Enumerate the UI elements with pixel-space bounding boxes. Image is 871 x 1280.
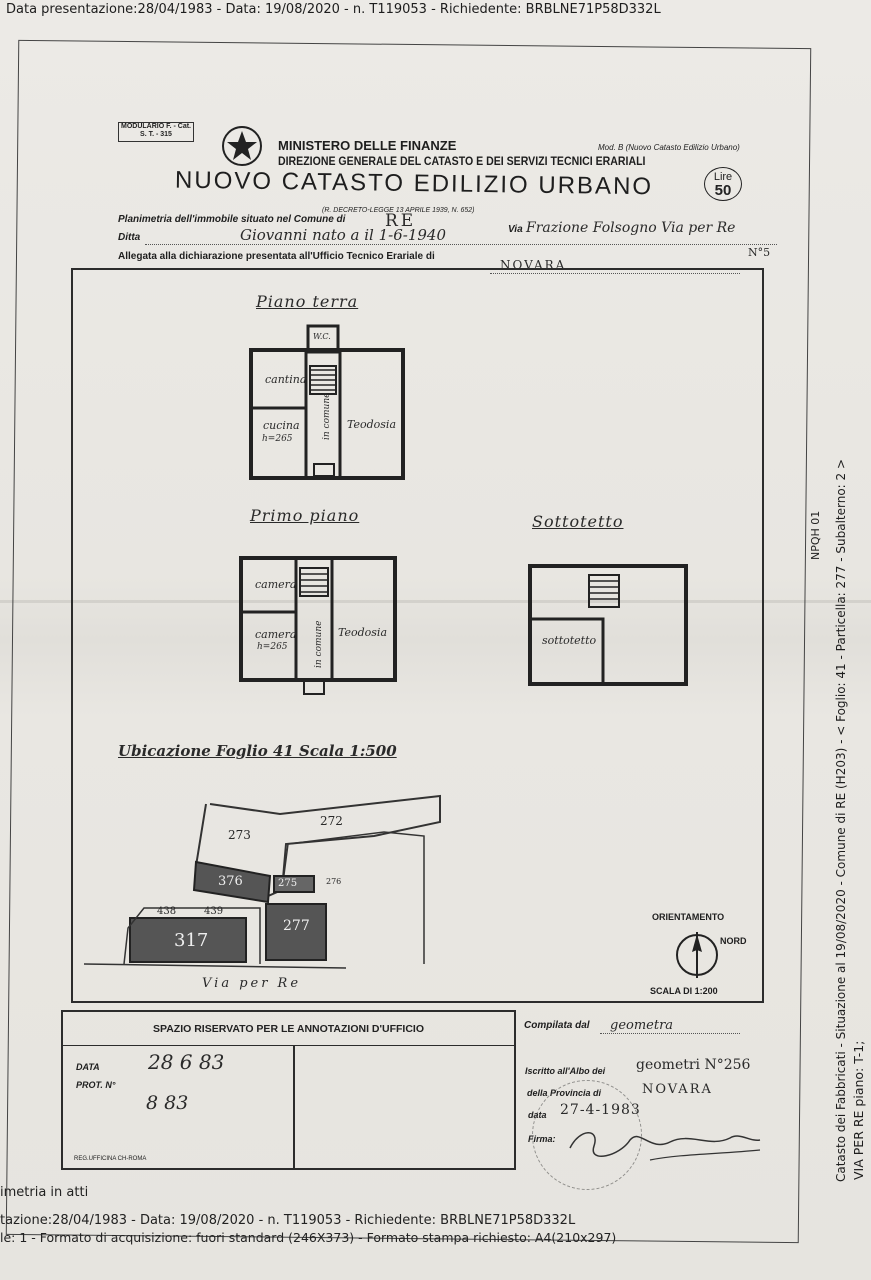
ground-cantina: cantina (265, 373, 307, 386)
parcel-376: 376 (218, 874, 243, 889)
side-line-1: Catasto dei Fabbricati - Situazione al 1… (833, 458, 848, 1182)
fold-line (0, 600, 871, 603)
allegata-label: Allegata alla dichiarazione presentata a… (118, 251, 435, 262)
decree: (R. DECRETO-LEGGE 13 APRILE 1939, N. 652… (322, 207, 475, 214)
header-line: Data presentazione:28/04/1983 - Data: 19… (6, 2, 661, 17)
first-camera-h: h=265 (257, 642, 288, 652)
office-footer-small: REG.UFFICINA CH-ROMA (74, 1156, 147, 1162)
compilata-line (600, 1033, 740, 1034)
side-stamp: NPQH 01 (809, 510, 822, 560)
side-line-2: VIA PER RE piano: T-1; (851, 1040, 866, 1180)
floor-first-label: Primo piano (250, 506, 360, 525)
planimetria-label: Planimetria dell'immobile situato nel Co… (118, 214, 346, 225)
lire-label: Lire (713, 171, 733, 183)
direction: DIREZIONE GENERALE DEL CATASTO E DEI SER… (278, 154, 646, 168)
parcel-277: 277 (283, 918, 310, 934)
numero: N°5 (748, 246, 771, 259)
office-stamp (532, 1080, 642, 1190)
footer-line-3: le: 1 - Formato di acquisizione: fuori s… (0, 1230, 617, 1245)
ditta-label: Ditta (118, 232, 141, 243)
ground-wc: W.C. (313, 332, 331, 341)
parcel-275: 275 (278, 878, 298, 889)
ditta-value: Giovanni nato a il 1-6-1940 (240, 226, 447, 244)
iscritto-value: geometri N°256 (636, 1057, 751, 1073)
ground-floor-plan (249, 324, 405, 480)
attic-plan (528, 564, 688, 686)
allegata-line (490, 273, 740, 274)
office-divider (293, 1046, 295, 1170)
via-value: Frazione Folsogno Via per Re (526, 220, 736, 236)
parcel-273: 273 (228, 828, 251, 842)
office-title: SPAZIO RISERVATO PER LE ANNOTAZIONI D'UF… (63, 1012, 514, 1046)
ministry: MINISTERO DELLE FINANZE (278, 138, 457, 153)
north-arrow-icon (676, 932, 718, 978)
ground-comune: in comune (322, 392, 332, 440)
ubicazione-label: Ubicazione Foglio 41 Scala 1:500 (118, 742, 397, 760)
parcel-272: 272 (320, 814, 343, 828)
floor-attic-label: Sottotetto (532, 512, 624, 531)
street-label: Via per Re (202, 976, 302, 991)
parcel-317: 317 (174, 930, 209, 951)
ground-cucina-h: h=265 (262, 434, 293, 444)
north-label: NORD (720, 936, 747, 946)
ground-cucina: cucina (263, 419, 300, 432)
first-floor-plan (239, 556, 397, 695)
office-data-label: DATA (76, 1062, 100, 1072)
attic-sottotetto: sottotetto (542, 634, 597, 647)
footer-line-1: imetria in atti (0, 1185, 89, 1200)
lire-badge: Lire 50 (704, 167, 742, 201)
orientation-label: ORIENTAMENTO (652, 912, 725, 922)
compilata-value: geometra (610, 1018, 674, 1033)
first-camera-2: camera (255, 628, 297, 641)
iscritto-label: Iscritto all'Albo dei (525, 1066, 606, 1076)
parcel-438: 438 (157, 906, 177, 917)
first-comune: in comune (314, 620, 324, 668)
plan-area (71, 268, 764, 1003)
compilata-label: Compilata dal (524, 1020, 590, 1031)
scale-label: SCALA DI 1:200 (650, 986, 718, 996)
lire-value: 50 (714, 182, 732, 199)
parcel-276: 276 (326, 877, 342, 886)
site-map (84, 794, 441, 969)
office-prot-value: 8 83 (146, 1092, 189, 1114)
modulario-box: MODULARIO F. - Cat. S. T. - 315 (118, 122, 194, 142)
first-camera-1: camera (255, 578, 297, 591)
ditta-line (145, 244, 777, 245)
via-label: Via (508, 224, 523, 235)
comune-value: RE (385, 211, 417, 231)
parcel-439: 439 (204, 906, 224, 917)
republic-emblem-icon (222, 126, 262, 166)
office-data-value: 28 6 83 (148, 1050, 225, 1074)
ground-other: Teodosia (347, 418, 397, 431)
provincia-value: NOVARA (642, 1082, 713, 1097)
office-annotations-box: SPAZIO RISERVATO PER LE ANNOTAZIONI D'UF… (61, 1010, 516, 1170)
office-prot-label: PROT. N° (76, 1080, 116, 1090)
footer-line-2: tazione:28/04/1983 - Data: 19/08/2020 - … (0, 1213, 576, 1228)
model-label: Mod. B (Nuovo Catasto Edilizio Urbano) (598, 143, 740, 152)
first-other: Teodosia (338, 626, 388, 639)
floor-ground-label: Piano terra (256, 292, 359, 311)
